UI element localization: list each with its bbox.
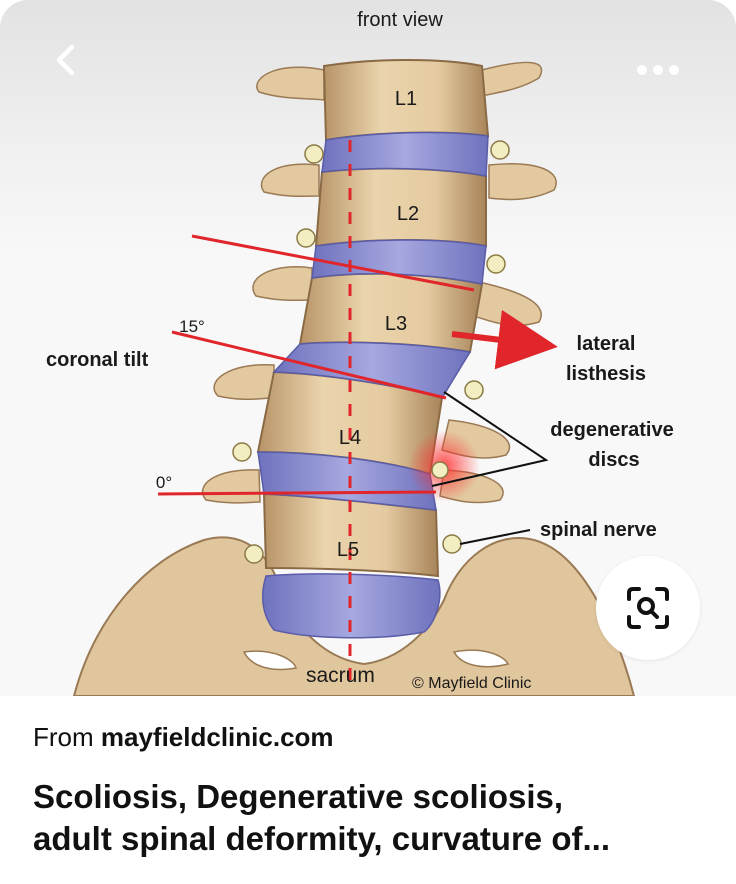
angle-0-label: 0° xyxy=(156,473,172,492)
visual-search-icon xyxy=(627,587,669,629)
vertebra-label-l3: L3 xyxy=(385,313,407,335)
vertebra-label-l1: L1 xyxy=(395,88,417,110)
degenerative-label-line2: discs xyxy=(588,449,639,471)
lateral-label-line1: lateral xyxy=(577,333,636,355)
view-label: front view xyxy=(357,9,443,31)
pin-title-line1: Scoliosis, Degenerative scoliosis, xyxy=(33,778,564,815)
sacrum-label: sacrum xyxy=(306,664,375,687)
pin-image-card[interactable]: front view L1 L2 L3 L4 L5 15° 0° coronal… xyxy=(0,0,736,696)
image-credit: © Mayfield Clinic xyxy=(412,675,531,692)
vertebra-label-l5: L5 xyxy=(337,539,359,561)
coronal-tilt-label: coronal tilt xyxy=(46,349,149,371)
chevron-left-icon xyxy=(56,44,75,76)
visual-search-button[interactable] xyxy=(596,556,700,660)
spine-illustration: front view L1 L2 L3 L4 L5 15° 0° coronal… xyxy=(34,0,702,696)
pin-title: Scoliosis, Degenerative scoliosis, adult… xyxy=(33,776,713,860)
more-horizontal-icon xyxy=(637,65,679,75)
source-domain-link[interactable]: mayfieldclinic.com xyxy=(100,722,334,752)
more-options-button[interactable] xyxy=(626,48,690,92)
facet-joints xyxy=(232,140,510,564)
spinal-nerve-label: spinal nerve xyxy=(540,519,657,541)
tilt-lines xyxy=(157,234,475,496)
back-button[interactable] xyxy=(40,36,92,84)
vertebra-label-l2: L2 xyxy=(397,203,419,225)
pin-title-line2: adult spinal deformity, curvature of... xyxy=(33,820,610,857)
degenerative-label-line1: degenerative xyxy=(550,419,673,441)
pin-source[interactable]: From mayfieldclinic.com xyxy=(33,722,334,753)
angle-15-label: 15° xyxy=(179,317,205,336)
vertebra-label-l4: L4 xyxy=(339,427,361,449)
source-prefix: From xyxy=(33,722,101,752)
lateral-arrow xyxy=(451,309,558,370)
lateral-label-line2: listhesis xyxy=(566,363,646,385)
leader-lines xyxy=(431,391,549,545)
